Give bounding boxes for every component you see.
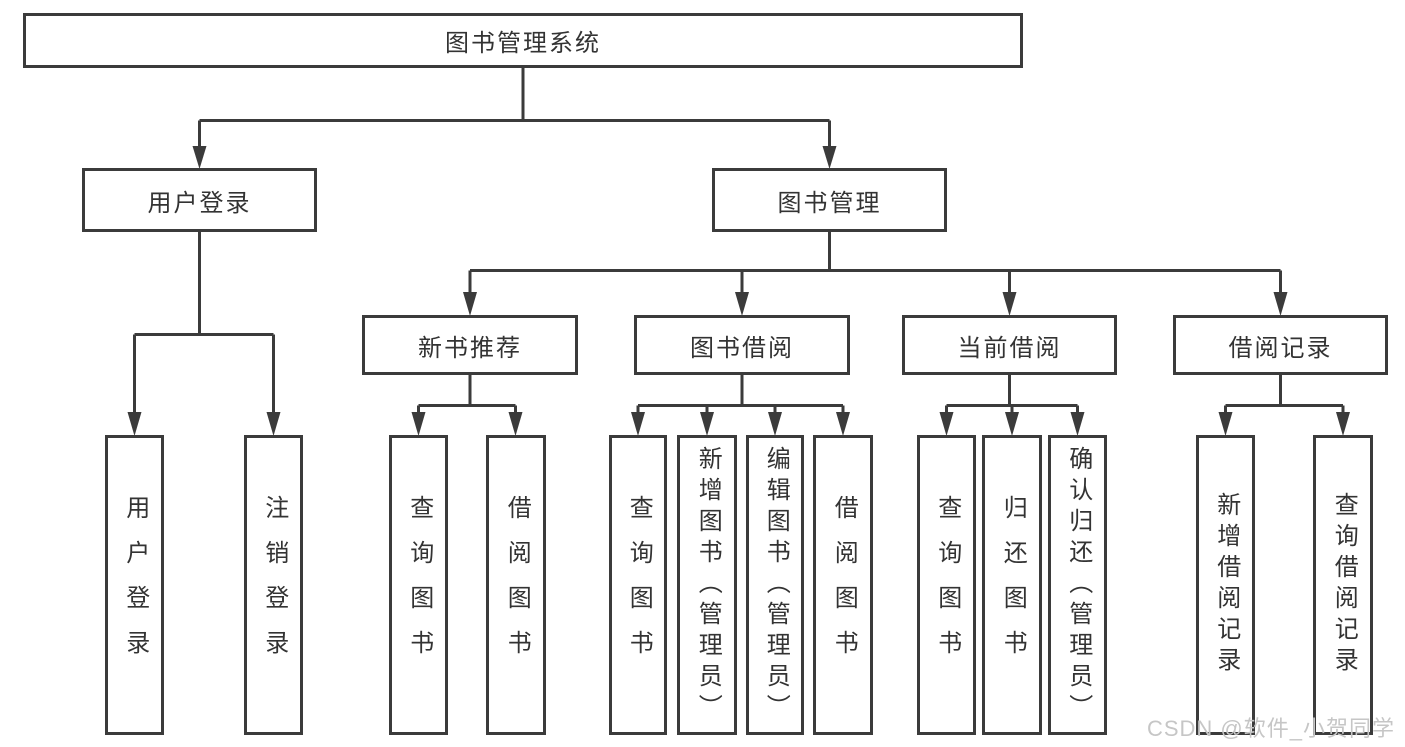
leaf-logout-label: 注销登录: [260, 495, 288, 675]
leaf-edit-books-admin: 编辑图书（管理员）: [746, 435, 804, 735]
node-new-book-recommend: 新书推荐: [362, 315, 578, 375]
node-root: 图书管理系统: [23, 13, 1023, 68]
leaf-return-books-label: 归还图书: [999, 495, 1027, 675]
node-user-login: 用户登录: [82, 168, 317, 232]
node-borrow-records: 借阅记录: [1173, 315, 1388, 375]
leaf-borrow-query-books: 查询图书: [609, 435, 667, 735]
leaf-query-borrow-record: 查询借阅记录: [1313, 435, 1373, 735]
leaf-newbook-borrow-books-label: 借阅图书: [503, 495, 531, 675]
leaf-current-query-books: 查询图书: [917, 435, 976, 735]
node-root-label: 图书管理系统: [445, 30, 601, 57]
node-borrow-records-label: 借阅记录: [1228, 334, 1333, 362]
leaf-confirm-return-admin: 确认归还（管理员）: [1048, 435, 1107, 735]
leaf-borrow-books-label: 借阅图书: [830, 495, 858, 675]
node-current-borrow-label: 当前借阅: [957, 334, 1062, 362]
watermark: CSDN @软件_小贺同学: [1146, 716, 1395, 741]
node-book-management: 图书管理: [712, 168, 947, 232]
leaf-newbook-borrow-books: 借阅图书: [486, 435, 546, 735]
leaf-borrow-query-books-label: 查询图书: [625, 495, 653, 675]
connector-elbows: [133, 68, 1345, 415]
arrowheads: [127, 146, 1350, 436]
leaf-logout: 注销登录: [244, 435, 303, 735]
node-new-book-recommend-label: 新书推荐: [418, 334, 522, 362]
leaf-edit-books-admin-label: 编辑图书（管理员）: [762, 445, 790, 725]
leaf-confirm-return-admin-label: 确认归还（管理员）: [1064, 445, 1092, 725]
leaf-add-borrow-record-label: 新增借阅记录: [1212, 492, 1240, 678]
node-book-borrow: 图书借阅: [634, 315, 850, 375]
leaf-borrow-books: 借阅图书: [813, 435, 873, 735]
leaf-user-login: 用户登录: [105, 435, 164, 735]
leaf-add-books-admin-label: 新增图书（管理员）: [694, 445, 722, 725]
leaf-user-login-label: 用户登录: [121, 495, 149, 675]
node-current-borrow: 当前借阅: [902, 315, 1117, 375]
node-book-borrow-label: 图书借阅: [690, 334, 794, 362]
leaf-newbook-query-books: 查询图书: [389, 435, 448, 735]
leaf-return-books: 归还图书: [982, 435, 1042, 735]
node-user-login-label: 用户登录: [147, 189, 252, 217]
leaf-add-borrow-record: 新增借阅记录: [1196, 435, 1255, 735]
leaf-query-borrow-record-label: 查询借阅记录: [1330, 492, 1358, 678]
leaf-newbook-query-books-label: 查询图书: [405, 495, 433, 675]
leaf-current-query-books-label: 查询图书: [933, 495, 961, 675]
leaf-add-books-admin: 新增图书（管理员）: [677, 435, 737, 735]
node-book-management-label: 图书管理: [777, 189, 882, 217]
